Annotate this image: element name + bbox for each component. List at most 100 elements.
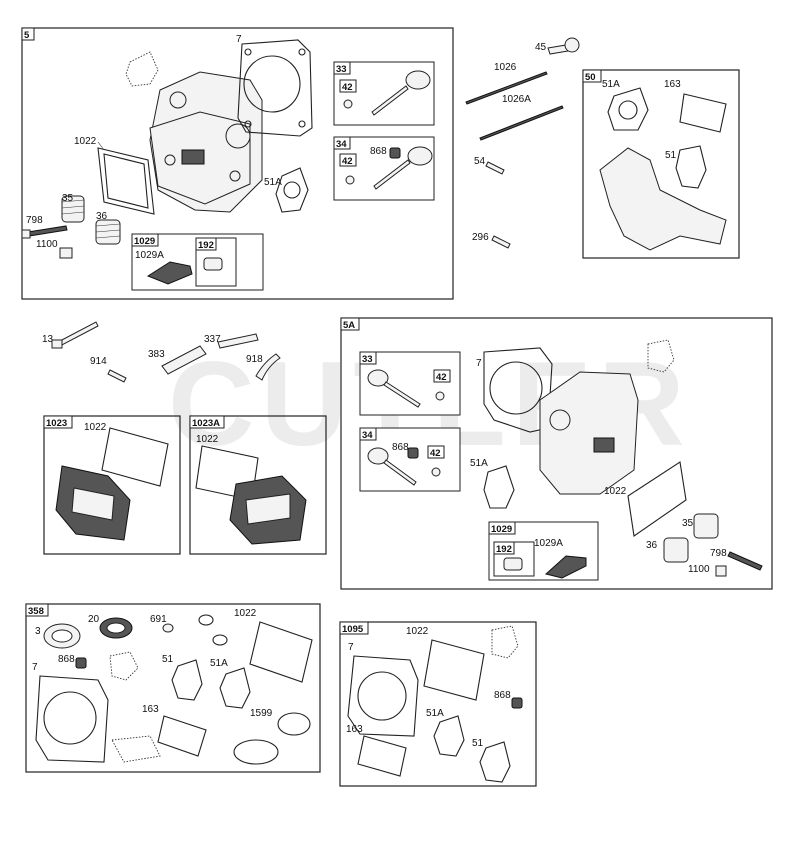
gasket-51-g358 xyxy=(171,659,203,701)
subgroup-34-mid[interactable]: 34 868 42 xyxy=(359,427,461,492)
gasket-51a-g5a xyxy=(483,465,515,509)
pivot-ball xyxy=(203,257,223,271)
label-1100-g5a: 1100 xyxy=(688,564,710,575)
label-868-g358: 868 xyxy=(58,654,75,665)
label-163-g50: 163 xyxy=(664,79,681,90)
label-798: 798 xyxy=(26,215,43,226)
gasket-51a-g358 xyxy=(219,667,251,709)
bolt-13 xyxy=(57,321,99,347)
label-3: 3 xyxy=(35,626,41,637)
label-1029a-top: 1029A xyxy=(135,250,164,261)
label-36-g5a: 36 xyxy=(646,540,658,551)
group-50-tag: 50 xyxy=(585,72,596,83)
subgroup-192-mid-tag: 192 xyxy=(496,544,512,555)
label-51-g1095: 51 xyxy=(472,738,484,749)
gasket-51a[interactable] xyxy=(275,167,309,213)
valve-head xyxy=(405,70,431,90)
label-35-g5a: 35 xyxy=(682,518,694,529)
group-1023[interactable]: 1023 1022 xyxy=(43,415,181,555)
group-358-tag: 358 xyxy=(28,606,44,617)
head-gasket-g358 xyxy=(35,675,109,763)
label-51a: 51A xyxy=(264,177,282,188)
rocker-arm xyxy=(146,261,193,285)
subgroup-34-top[interactable]: 34 42 868 xyxy=(333,136,435,201)
subgroup-34-mid-tag: 34 xyxy=(362,430,373,441)
subgroup-192-top-tag: 192 xyxy=(198,240,214,251)
spring-36[interactable] xyxy=(95,219,121,245)
subgroup-1029-mid-tag: 1029 xyxy=(491,524,512,535)
label-54: 54 xyxy=(474,156,486,167)
spring-35[interactable] xyxy=(61,195,85,223)
label-51a-g358: 51A xyxy=(210,658,228,669)
subgroup-34-top-tag: 34 xyxy=(336,139,347,150)
subgroup-34-top-inner-tag: 42 xyxy=(342,156,353,167)
label-918: 918 xyxy=(246,354,263,365)
intake-manifold xyxy=(599,147,727,251)
label-20: 20 xyxy=(88,614,100,625)
gasket-51-g1095 xyxy=(479,741,511,783)
label-7-g5a: 7 xyxy=(476,358,482,369)
valve-keeper xyxy=(343,99,353,109)
loose-parts-top[interactable]: 45 1026 1026A 54 296 xyxy=(465,37,580,249)
head-gasket-g1095 xyxy=(347,655,419,737)
cylinder-head-g5a xyxy=(539,371,639,495)
group-50[interactable]: 50 51A 163 51 xyxy=(582,69,740,259)
label-1022-g1023a: 1022 xyxy=(196,434,219,445)
label-35: 35 xyxy=(62,193,74,204)
group-1095[interactable]: 1095 1022 7 868 51A 163 51 xyxy=(339,621,537,787)
gasket-51a-g1095 xyxy=(433,715,465,757)
gasket-163-g1095 xyxy=(357,735,407,777)
gasket-1022-g5a xyxy=(627,461,687,537)
subgroup-33-top-tag: 33 xyxy=(336,64,347,75)
head-gasket-7[interactable] xyxy=(237,39,313,137)
subgroup-33-mid-tag: 33 xyxy=(362,354,373,365)
label-868-mid: 868 xyxy=(392,442,409,453)
label-868-g1095: 868 xyxy=(494,690,511,701)
gasket-51a-g50 xyxy=(607,87,649,131)
label-36: 36 xyxy=(96,211,108,222)
gasket-163-g50 xyxy=(679,93,727,133)
valve-seal xyxy=(389,147,401,159)
group-1023a-tag: 1023A xyxy=(192,418,220,429)
o-ring-1599 xyxy=(277,712,311,736)
group-358[interactable]: 358 3 20 691 1022 7 868 51 51A 163 1599 xyxy=(25,603,321,773)
label-163-g1095: 163 xyxy=(346,724,363,735)
label-51-g358: 51 xyxy=(162,654,174,665)
clip-1100[interactable] xyxy=(59,247,73,259)
bolt-798-g5a xyxy=(727,551,763,571)
label-337: 337 xyxy=(204,334,221,345)
group-5a-tag: 5A xyxy=(343,320,355,331)
label-51a-g50: 51A xyxy=(602,79,620,90)
subgroup-1029-top[interactable]: 1029 1029A 192 xyxy=(131,233,264,291)
label-1026a: 1026A xyxy=(502,94,531,105)
label-914: 914 xyxy=(90,356,107,367)
label-7-g1095: 7 xyxy=(348,642,354,653)
gasket-1022-g358 xyxy=(249,621,313,683)
cylinder-head-part[interactable] xyxy=(149,71,263,213)
subgroup-1029-top-tag: 1029 xyxy=(134,236,155,247)
valve-stem xyxy=(371,85,409,116)
group-5-tag: 5 xyxy=(24,30,30,41)
gasket-dotted xyxy=(125,51,159,87)
bolt-798[interactable] xyxy=(21,225,68,239)
spark-plug-337 xyxy=(217,333,259,349)
subgroup-1029-mid[interactable]: 1029 192 1029A xyxy=(488,521,599,581)
label-798-g5a: 798 xyxy=(710,548,727,559)
label-1022-g1023: 1022 xyxy=(84,422,107,433)
screw-296 xyxy=(491,235,511,249)
subgroup-33-top[interactable]: 33 42 xyxy=(333,61,435,126)
group-5a[interactable]: 5A 7 51A 1022 35 36 798 1100 xyxy=(340,317,773,590)
label-1022-g1095: 1022 xyxy=(406,626,429,637)
label-1029a-mid: 1029A xyxy=(534,538,563,549)
loose-parts-middle[interactable]: 13 914 383 337 918 xyxy=(42,321,281,383)
label-51-g50: 51 xyxy=(665,150,677,161)
gasket-1022-g1095 xyxy=(423,639,485,701)
label-51a-g1095: 51A xyxy=(426,708,444,719)
spring-35-g5a xyxy=(693,513,719,539)
group-1023a[interactable]: 1023A 1022 xyxy=(189,415,327,555)
subgroup-33-mid[interactable]: 33 42 xyxy=(359,351,461,416)
subgroup-34-mid-inner-tag: 42 xyxy=(430,448,441,459)
cover-gasket-1022[interactable] xyxy=(97,147,155,215)
group-5[interactable]: 5 7 1022 xyxy=(21,27,454,300)
